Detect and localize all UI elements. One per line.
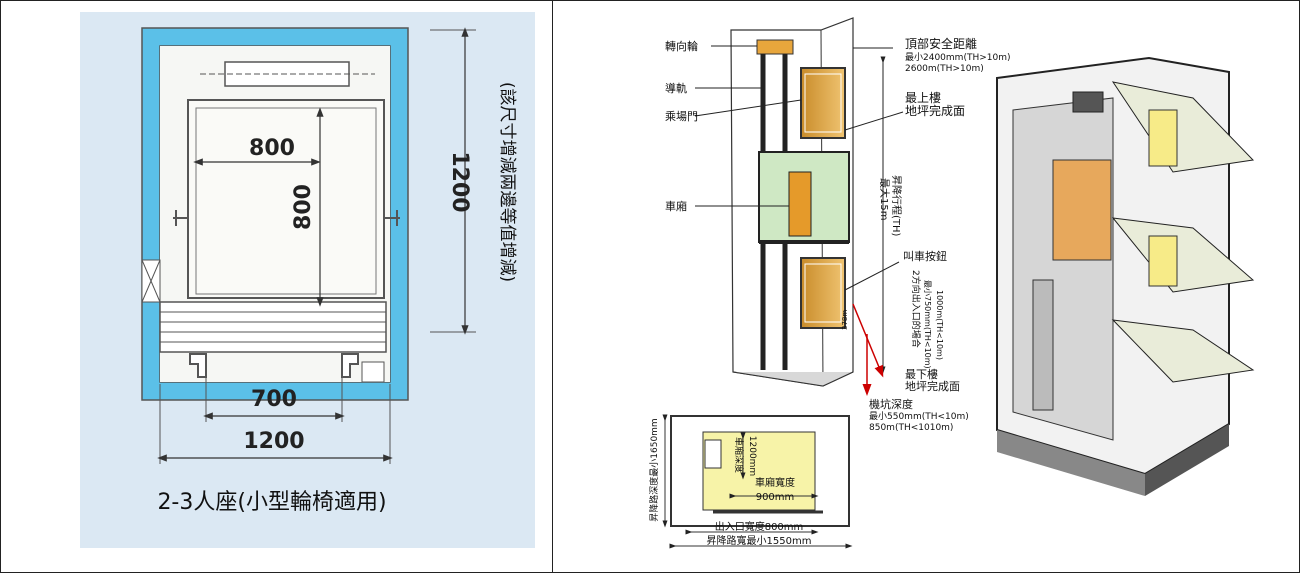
label-pit: 機坑深度: [869, 397, 913, 411]
label-entrance-alt: 1000m(TH<10m): [935, 290, 944, 360]
plan-drawing: 800 800 1200 (該尺寸增減兩邊等值增減) 700 1200 2-3人…: [141, 27, 517, 515]
sheave: [756, 39, 794, 55]
label-entrance-min: 最小750mm(TH<10m): [923, 280, 932, 369]
landing-door-top: [800, 67, 846, 139]
label-top-floor: 最上樓: [905, 90, 941, 105]
dim-door-width: 700: [251, 387, 297, 412]
label-top-clearance: 頂部安全距離: [905, 36, 977, 51]
plan-car-depth: 1200mm: [747, 436, 757, 476]
label-travel: 昇降行程(TH): [890, 175, 903, 237]
plan-caption: 2-3人座(小型輪椅適用): [157, 490, 386, 515]
label-top-clearance-alt: 2600m(TH>10m): [905, 64, 984, 74]
label-bottom-floor: 最下樓: [905, 367, 938, 381]
shaft-3d: [730, 17, 854, 387]
label-pit-min: 最小550mm(TH<10m): [869, 411, 969, 422]
door-sill: [159, 301, 387, 353]
label-pit-alt: 850m(TH<1010m): [869, 423, 953, 433]
landing-door-bottom: [800, 257, 846, 329]
elevator-diagram: 轉向輪 導軌 乘場門 車廂 頂部安全距離 最小2400mm(TH>10m) 26…: [648, 17, 1255, 549]
label-guide-rail: 導軌: [665, 81, 687, 95]
car-door: [788, 171, 812, 237]
label-small-dim: 378m: [841, 310, 849, 330]
plan-car-width: 900mm: [756, 492, 795, 503]
label-bottom-floor-2: 地坪完成面: [905, 379, 960, 393]
label-car: 車廂: [665, 199, 687, 213]
elevator-3d-illustration: [996, 56, 1255, 496]
small-plan: 昇降路深度最小1650mm 車廂深度 1200mm 車廂寬度 900mm 出入口…: [648, 414, 853, 549]
dim-car-width: 800: [249, 136, 295, 161]
car-3d: [1052, 159, 1112, 261]
label-entrance-note: 2方向出入口的場合: [910, 270, 922, 348]
car-outline: [187, 99, 385, 299]
label-travel-max: 最大15m: [878, 178, 891, 220]
plan-entrance-width: 出入口寬度800mm: [715, 520, 804, 533]
left-plan-panel: 800 800 1200 (該尺寸增減兩邊等值增減) 700 1200 2-3人…: [80, 12, 535, 548]
plan-car-depth-label: 車廂深度: [733, 437, 745, 473]
dim-shaft-depth: 1200: [447, 151, 472, 212]
plan-shaft-width: 昇降路寬最小1550mm: [707, 534, 812, 547]
side-note: (該尺寸增減兩邊等值增減): [497, 82, 517, 282]
dim-shaft-width: 1200: [243, 429, 304, 454]
plan-shaft-depth: 昇降路深度最小1650mm: [648, 418, 660, 521]
plan-car-width-label: 車廂寬度: [755, 476, 795, 489]
label-top-clearance-min: 最小2400mm(TH>10m): [905, 52, 1011, 63]
label-top-floor-2: 地坪完成面: [905, 103, 965, 118]
label-landing-door: 乘場門: [665, 110, 698, 123]
dim-car-depth: 800: [291, 184, 316, 230]
panel-divider: [552, 0, 553, 573]
label-call-button: 叫車按鈕: [903, 249, 947, 263]
label-sheave: 轉向輪: [665, 39, 698, 53]
